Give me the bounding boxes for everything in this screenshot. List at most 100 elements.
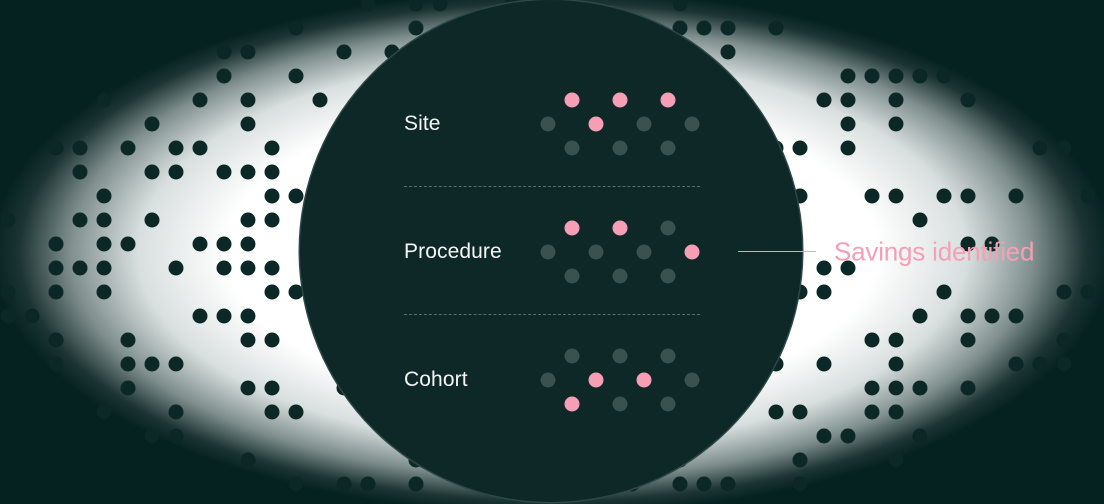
background-dot — [696, 476, 712, 492]
muted-dot — [660, 268, 676, 284]
background-dot — [120, 356, 136, 372]
background-dot — [144, 356, 160, 372]
background-dot — [264, 380, 280, 396]
background-dot — [888, 116, 904, 132]
background-dot — [888, 92, 904, 108]
background-dot — [768, 404, 784, 420]
background-dot — [240, 332, 256, 348]
highlighted-dot — [636, 372, 652, 388]
callout-leader-line — [738, 251, 816, 252]
background-dot — [888, 332, 904, 348]
background-dot — [288, 284, 304, 300]
background-dot — [912, 380, 928, 396]
background-dot — [912, 308, 928, 324]
background-dot — [96, 284, 112, 300]
background-dot — [240, 164, 256, 180]
background-dot — [792, 476, 808, 492]
background-dot — [72, 260, 88, 276]
background-dot — [696, 20, 712, 36]
muted-dot — [540, 244, 556, 260]
background-dot — [984, 236, 1000, 252]
background-dot — [216, 236, 232, 252]
background-dot — [312, 92, 328, 108]
background-dot — [792, 452, 808, 468]
background-dot — [960, 380, 976, 396]
row-label-cohort: Cohort — [404, 368, 468, 391]
background-dot — [240, 260, 256, 276]
background-dot — [264, 404, 280, 420]
muted-dot — [564, 348, 580, 364]
background-dot — [216, 308, 232, 324]
background-dot — [1056, 332, 1072, 348]
background-dot — [816, 284, 832, 300]
background-dot — [288, 404, 304, 420]
divider-1 — [404, 186, 700, 187]
background-dot — [936, 188, 952, 204]
background-dot — [720, 476, 736, 492]
background-dot — [72, 212, 88, 228]
background-dot — [912, 428, 928, 444]
background-dot — [888, 404, 904, 420]
background-dot — [48, 260, 64, 276]
background-dot — [336, 476, 352, 492]
background-dot — [240, 92, 256, 108]
muted-dot — [564, 268, 580, 284]
background-dot — [1056, 356, 1072, 372]
background-dot — [840, 260, 856, 276]
background-dot — [1056, 284, 1072, 300]
background-dot — [168, 404, 184, 420]
background-dot — [72, 140, 88, 156]
muted-dot — [660, 396, 676, 412]
background-dot — [888, 68, 904, 84]
muted-dot — [684, 116, 700, 132]
background-dot — [1008, 188, 1024, 204]
background-dot — [144, 428, 160, 444]
background-dot — [936, 284, 952, 300]
background-dot — [984, 308, 1000, 324]
background-dot — [960, 332, 976, 348]
background-dot — [888, 380, 904, 396]
background-dot — [840, 140, 856, 156]
background-dot — [360, 0, 376, 12]
background-dot — [0, 284, 16, 300]
highlighted-dot — [564, 396, 580, 412]
background-dot — [672, 0, 688, 12]
background-dot — [48, 356, 64, 372]
muted-dot — [612, 396, 628, 412]
muted-dot — [540, 372, 556, 388]
background-dot — [864, 188, 880, 204]
muted-dot — [684, 372, 700, 388]
background-dot — [1032, 140, 1048, 156]
background-dot — [48, 140, 64, 156]
background-dot — [360, 476, 376, 492]
background-dot — [960, 188, 976, 204]
background-dot — [912, 68, 928, 84]
background-dot — [120, 236, 136, 252]
background-dot — [1080, 284, 1096, 300]
background-dot — [672, 476, 688, 492]
background-dot — [144, 164, 160, 180]
highlighted-dot — [612, 92, 628, 108]
background-dot — [264, 188, 280, 204]
background-dot — [264, 332, 280, 348]
background-dot — [48, 332, 64, 348]
background-dot — [168, 428, 184, 444]
background-dot — [1008, 356, 1024, 372]
background-dot — [816, 92, 832, 108]
muted-dot — [636, 116, 652, 132]
muted-dot — [660, 348, 676, 364]
background-dot — [168, 140, 184, 156]
background-dot — [792, 404, 808, 420]
background-dot — [1056, 140, 1072, 156]
background-dot — [888, 188, 904, 204]
background-dot — [888, 356, 904, 372]
background-dot — [96, 404, 112, 420]
background-dot — [0, 212, 16, 228]
highlighted-dot — [564, 92, 580, 108]
background-dot — [912, 212, 928, 228]
background-dot — [768, 20, 784, 36]
highlighted-dot — [684, 244, 700, 260]
background-dot — [936, 68, 952, 84]
